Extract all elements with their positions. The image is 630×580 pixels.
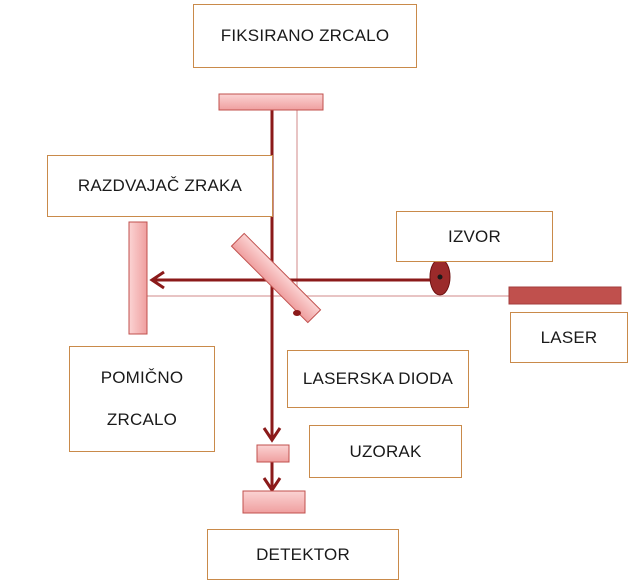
source-beam-arrowhead [149,270,165,290]
detector-label: DETEKTOR [207,529,399,580]
laser-diode-element [293,310,301,316]
moving-mirror-label-line2: ZRCALO [106,409,178,429]
sample-label: UZORAK [309,425,462,478]
beam-splitter [230,232,322,324]
source-label: IZVOR [396,211,553,262]
fixed-mirror [218,93,324,111]
moving-mirror-label: POMIČNO ZRCALO [69,346,215,452]
sample-arrowhead [262,477,282,493]
moving-mirror-label-line1: POMIČNO [100,368,184,388]
detector-element [242,490,306,514]
sample-element [256,444,290,463]
beam-splitter-label: RAZDVAJAČ ZRAKA [47,155,273,217]
detector-beam-arrowhead [262,427,282,443]
moving-mirror [128,221,148,335]
laser-label: LASER [510,312,628,363]
source-dot [437,274,443,280]
laser-body [508,286,622,305]
fixed-mirror-label: FIKSIRANO ZRCALO [193,4,417,68]
laser-diode-label: LASERSKA DIODA [287,350,469,408]
